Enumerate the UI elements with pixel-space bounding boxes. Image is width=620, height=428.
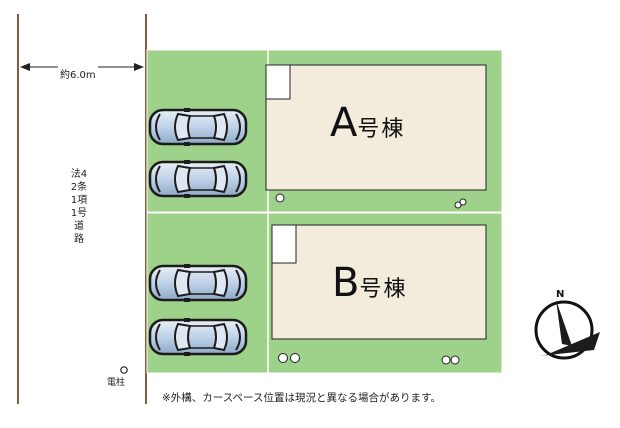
north-compass-icon	[534, 300, 600, 360]
building-b-entry	[271, 224, 297, 264]
lot-b-meter-icon-2	[290, 353, 300, 363]
building-b-footprint	[271, 224, 487, 340]
compass-north-label: N	[556, 289, 565, 300]
lot-b-fixture-icon-2	[450, 355, 460, 365]
building-a-suffix: 号棟	[357, 117, 406, 142]
building-b-letter: B	[332, 260, 360, 306]
building-a-entry	[265, 64, 291, 100]
dimension-arrow-right	[134, 63, 144, 71]
building-b-label: B号棟	[332, 260, 407, 306]
car-icon	[148, 106, 248, 148]
dimension-arrow-left	[20, 63, 30, 71]
lot-a-meter-icon	[275, 193, 285, 203]
building-a-label: A号棟	[330, 100, 405, 146]
building-a-letter: A	[330, 100, 358, 146]
car-icon	[148, 262, 248, 304]
building-a-footprint	[265, 64, 487, 191]
car-icon	[148, 316, 248, 358]
lot-b-meter-icon	[278, 353, 288, 363]
lot-a-fixture-icon-2	[459, 198, 467, 206]
lot-a-fixture-icon	[454, 201, 462, 209]
disclaimer-note: ※外構、カースペース位置は現況と異なる場合があります。	[162, 392, 441, 404]
utility-pole-icon	[120, 366, 128, 374]
utility-pole-label: 電柱	[107, 378, 126, 388]
road-width-label: 約6.0m	[58, 66, 98, 81]
lot-b-fixture-icon	[441, 355, 451, 365]
road-type-label: 法42条1項1号道路	[70, 169, 88, 245]
building-b-suffix: 号棟	[359, 277, 408, 302]
car-icon	[148, 158, 248, 200]
